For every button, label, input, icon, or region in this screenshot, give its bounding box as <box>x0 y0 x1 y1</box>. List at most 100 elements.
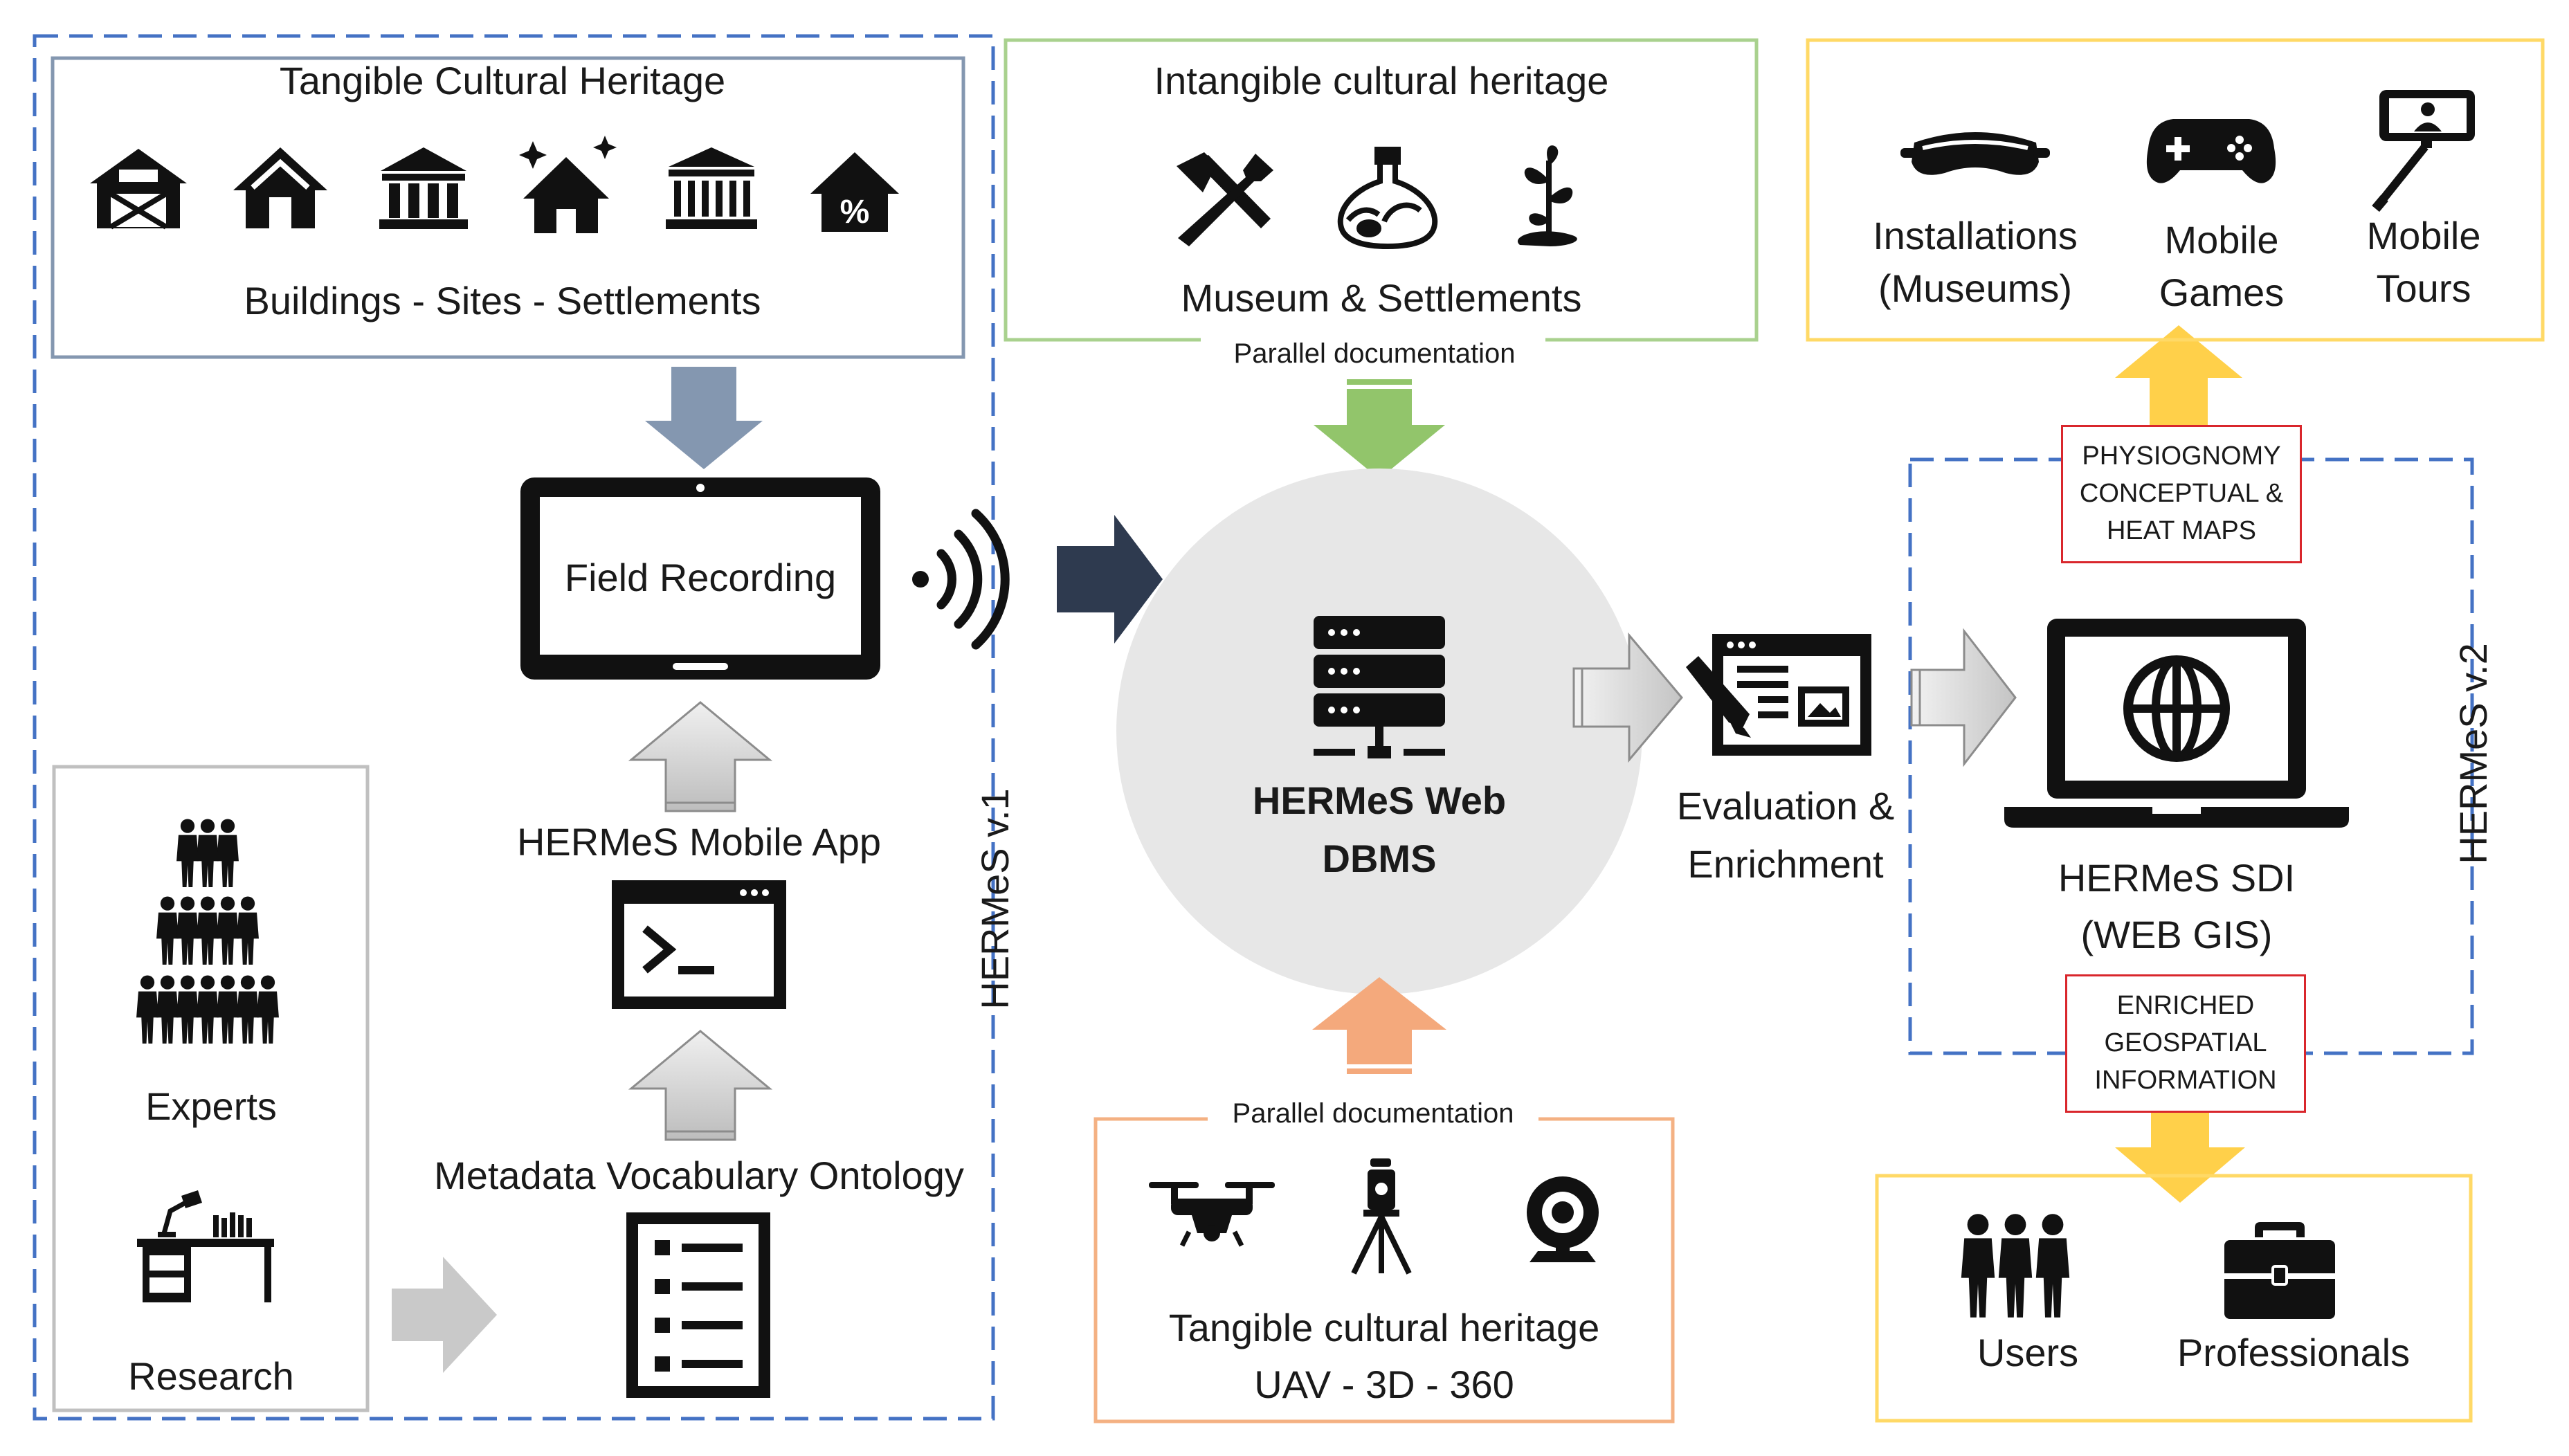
tablet-icon <box>520 477 880 680</box>
grey-up-arrow-app <box>628 701 773 812</box>
sdi-label-line2: (WEB GIS) <box>2080 913 2273 956</box>
svg-text:%: % <box>840 194 870 230</box>
person-head <box>220 896 235 911</box>
barn-icon <box>90 149 187 230</box>
intangible-heritage-title: Intangible cultural heritage <box>1154 59 1609 102</box>
person-body <box>217 991 239 1044</box>
output-tours-line2: Tours <box>2376 266 2471 310</box>
tangible-heritage-box <box>51 56 965 359</box>
wireless-signal-icon <box>912 509 1010 650</box>
person-body <box>176 835 199 888</box>
selfie-stick-icon <box>2372 90 2475 212</box>
field-recording-label: Field Recording <box>564 556 837 599</box>
server-icon <box>1314 616 1445 758</box>
intangible-heritage-subtitle: Museum & Settlements <box>1181 276 1582 320</box>
terminal-icon <box>612 880 786 1009</box>
museum-icon <box>379 147 468 229</box>
output-installations-line2: (Museums) <box>1878 266 2073 310</box>
person-head <box>220 975 235 990</box>
enriched-line2: GEOSPATIAL <box>2104 1028 2267 1058</box>
person-body <box>1998 1238 2033 1318</box>
person-body <box>176 912 199 965</box>
hermes-v2-label: HERMeS v.2 <box>2451 643 2495 864</box>
physiognomy-line2: CONCEPTUAL & <box>2079 479 2284 509</box>
person-body <box>197 912 219 965</box>
yellow-down-arrow <box>2115 1099 2245 1203</box>
vr-headset-icon <box>1900 132 2050 175</box>
uav-subtitle: UAV - 3D - 360 <box>1254 1363 1514 1406</box>
house-icon <box>233 147 327 228</box>
outputs-box <box>1806 38 2545 342</box>
sdi-label-line1: HERMeS SDI <box>2058 856 2296 900</box>
person-head <box>2004 1214 2026 1235</box>
parallel-doc-label-bottom: Parallel documentation <box>1232 1098 1514 1129</box>
navy-right-arrow <box>1057 515 1163 644</box>
person-head <box>180 896 195 911</box>
physiognomy-line1: PHYSIOGNOMY <box>2082 442 2281 471</box>
percent-house-icon: % <box>810 152 899 232</box>
person-head <box>160 896 175 911</box>
gamepad-icon <box>2146 119 2276 183</box>
person-body <box>156 912 179 965</box>
grey-up-arrow-metadata <box>628 1030 773 1141</box>
users-label: Users <box>1977 1331 2079 1374</box>
briefcase-icon <box>2224 1222 2335 1319</box>
parallel-doc-label-top: Parallel documentation <box>1233 338 1516 369</box>
grey-right-arrow-sdi <box>1910 628 2017 767</box>
sparkle-house-icon <box>519 136 617 233</box>
drone-icon <box>1149 1182 1275 1247</box>
person-head <box>200 975 215 990</box>
dbms-title-line1: HERMeS Web <box>1252 779 1507 822</box>
person-head <box>240 896 255 911</box>
users-box <box>1875 1174 2473 1423</box>
person-body <box>176 991 199 1044</box>
person-head <box>180 819 195 833</box>
enriched-line1: ENRICHED <box>2116 991 2255 1021</box>
seedling-icon <box>1517 145 1577 246</box>
tools-icon <box>1177 152 1273 246</box>
checklist-icon <box>626 1212 770 1398</box>
evaluation-label-line2: Enrichment <box>1687 842 1884 886</box>
institution-icon <box>666 147 757 229</box>
grey-right-arrow-evaluation <box>1572 632 1683 763</box>
survey-tripod-icon <box>1351 1158 1412 1275</box>
enriched-info-box: ENRICHED GEOSPATIAL INFORMATION <box>2065 974 2306 1113</box>
physiognomy-box: PHYSIOGNOMY CONCEPTUAL & HEAT MAPS <box>2061 425 2302 563</box>
person-head <box>200 819 215 833</box>
hermes-v1-region <box>33 34 995 1421</box>
person-body <box>197 835 219 888</box>
output-installations-line1: Installations <box>1873 214 2078 257</box>
mobile-app-label: HERMeS Mobile App <box>516 820 881 864</box>
laptop-globe-icon <box>2004 619 2349 828</box>
uav-title: Tangible cultural heritage <box>1168 1306 1600 1349</box>
physiognomy-line3: HEAT MAPS <box>2106 516 2257 545</box>
yellow-up-arrow <box>2115 325 2242 429</box>
person-head <box>220 819 235 833</box>
tangible-heritage-subtitle: Buildings - Sites - Settlements <box>244 279 761 322</box>
person-head <box>1967 1214 1989 1235</box>
person-body <box>136 991 158 1044</box>
person-head <box>260 975 275 990</box>
person-head <box>140 975 155 990</box>
enriched-line3: INFORMATION <box>2094 1065 2277 1095</box>
experts-label: Experts <box>145 1084 277 1128</box>
person-head <box>160 975 175 990</box>
person-body <box>156 991 179 1044</box>
person-body <box>217 835 239 888</box>
green-down-arrow <box>1314 379 1445 479</box>
research-desk-icon <box>137 1190 274 1302</box>
person-head <box>240 975 255 990</box>
person-body <box>257 991 279 1044</box>
metadata-label: Metadata Vocabulary Ontology <box>434 1154 964 1197</box>
dbms-title-line2: DBMS <box>1322 837 1437 880</box>
output-games-line2: Games <box>2159 271 2285 314</box>
person-body <box>237 991 259 1044</box>
evaluation-label-line1: Evaluation & <box>1676 784 1895 828</box>
experts-icon <box>136 819 279 1044</box>
webcam-icon <box>1527 1176 1599 1262</box>
person-head <box>200 896 215 911</box>
person-body <box>237 912 259 965</box>
tangible-heritage-title: Tangible Cultural Heritage <box>279 59 726 102</box>
person-body <box>197 991 219 1044</box>
